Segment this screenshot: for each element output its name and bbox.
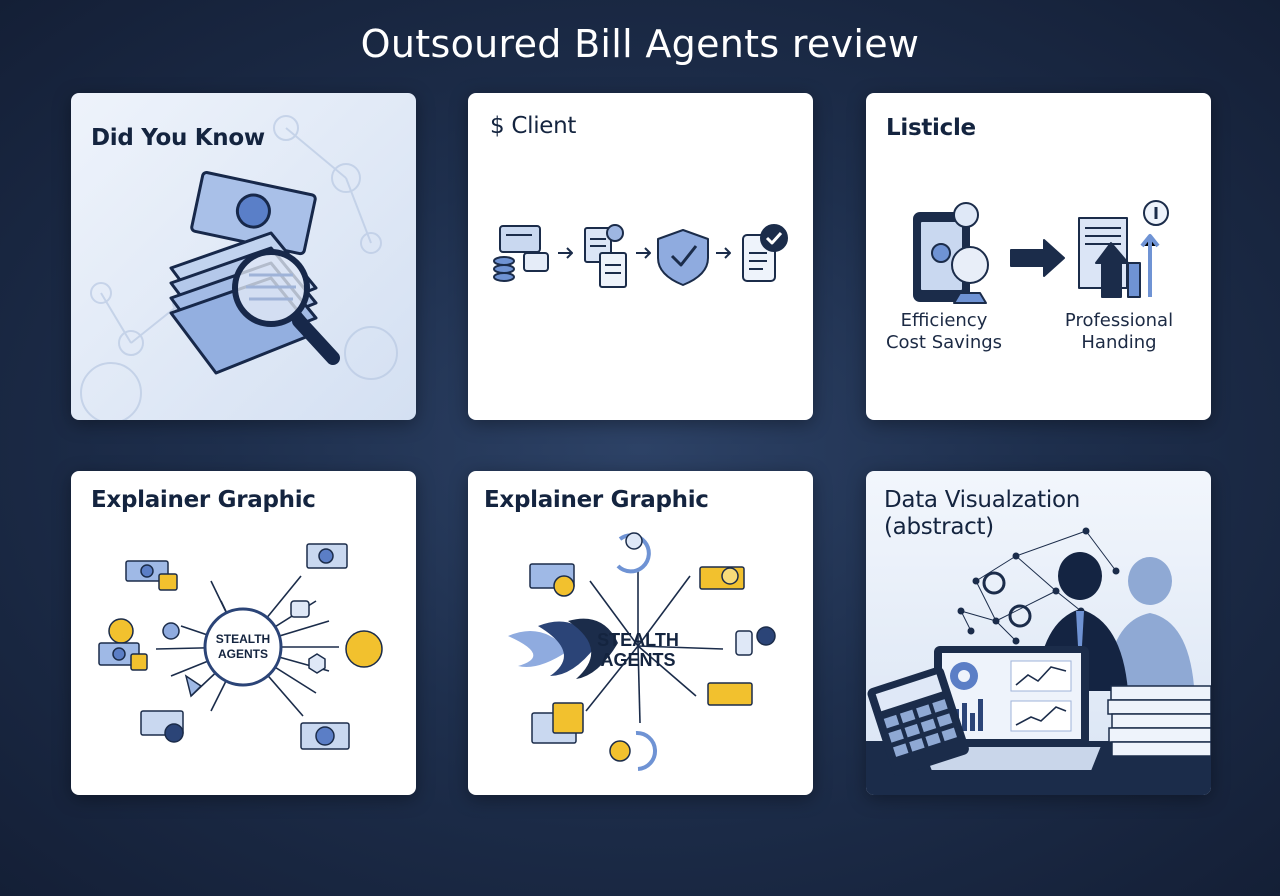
caption-professional: Professional: [1064, 310, 1174, 331]
card-did-you-know[interactable]: Did You Know: [71, 93, 416, 420]
client-flow-illustration: [493, 224, 788, 288]
caption-efficiency: Efficiency: [900, 310, 988, 331]
card-title: Listicle: [886, 115, 976, 141]
card-title: Explainer Graphic: [91, 487, 316, 513]
caption-cost-savings: Cost Savings: [885, 332, 1003, 353]
card-title: Data Visualzation (abstract): [884, 487, 1080, 541]
card-title: $ Client: [490, 113, 577, 139]
card-listicle[interactable]: Listicle Efficiency Cost Savings Profess…: [866, 93, 1211, 420]
money-magnifier-illustration: [80, 115, 398, 420]
card-explainer-graphic-1[interactable]: Explainer Graphic STEAL: [71, 471, 416, 795]
hub-line-1: STEALTH: [597, 630, 679, 650]
page-title: Outsoured Bill Agents review: [360, 22, 920, 66]
listicle-illustration: [913, 200, 1169, 304]
card-title: Explainer Graphic: [484, 487, 709, 513]
hub-line-1: STEALTH: [216, 632, 270, 646]
stealth-agents-hub-illustration: STEALTH AGENTS: [98, 543, 383, 750]
hub-line-2: AGENTS: [218, 647, 268, 661]
data-visualization-illustration: [866, 527, 1211, 795]
hub-line-2: AGENTS: [600, 650, 675, 670]
right-caption: Professional Handing: [1059, 310, 1179, 354]
title-line-1: Data Visualzation: [884, 487, 1081, 513]
card-explainer-graphic-2[interactable]: Explainer Graphic STEALTH AGENTS: [468, 471, 813, 795]
left-caption: Efficiency Cost Savings: [884, 310, 1004, 354]
stealth-agents-swoosh-illustration: STEALTH AGENTS: [508, 532, 776, 771]
title-line-2: (abstract): [884, 514, 994, 540]
card-client[interactable]: $ Client: [468, 93, 813, 420]
card-data-visualization[interactable]: Data Visualzation (abstract): [866, 471, 1211, 795]
caption-handing: Handing: [1081, 332, 1157, 353]
card-title: Did You Know: [91, 125, 265, 151]
